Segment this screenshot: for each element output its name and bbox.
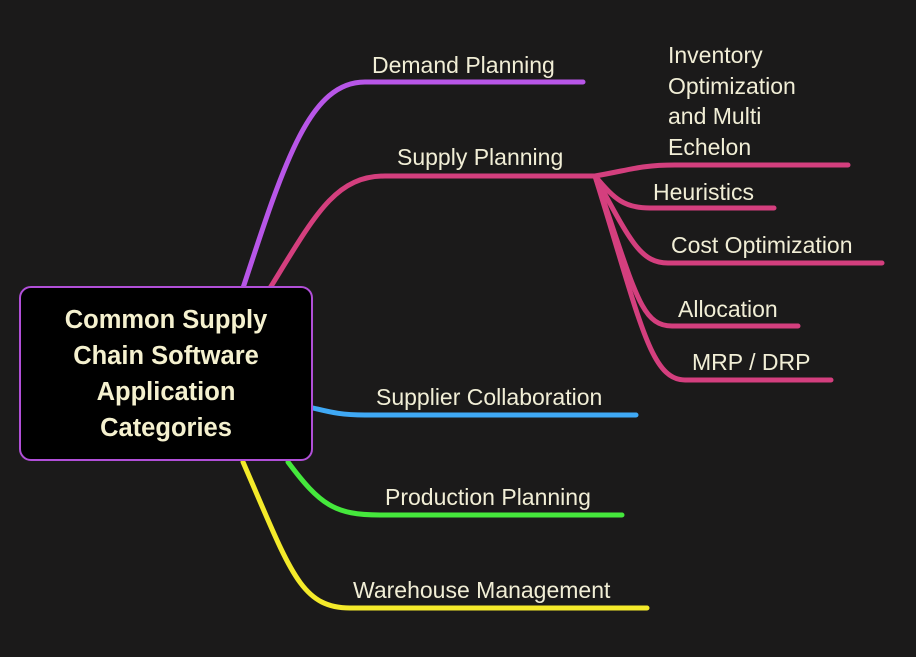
branch-line-warehouse-management xyxy=(240,459,650,611)
topic-warehouse-management[interactable]: Warehouse Management xyxy=(353,577,611,603)
branch-line-production-planning xyxy=(285,459,625,518)
topic-demand-planning[interactable]: Demand Planning xyxy=(372,52,555,78)
subtopic-heuristics[interactable]: Heuristics xyxy=(653,179,754,205)
branch-line-supplier-collaboration xyxy=(310,405,639,418)
topic-production-planning[interactable]: Production Planning xyxy=(385,484,591,510)
central-topic[interactable]: Common Supply Chain Software Application… xyxy=(19,286,313,461)
subtopic-inventory-optimization[interactable]: Inventory Optimization and Multi Echelon xyxy=(668,42,796,160)
branch-line-supply-planning xyxy=(267,173,598,291)
branch-line-demand-planning xyxy=(240,79,586,291)
topic-supply-planning[interactable]: Supply Planning xyxy=(397,144,564,170)
topic-supplier-collaboration[interactable]: Supplier Collaboration xyxy=(376,384,603,410)
subtopic-mrp-drp[interactable]: MRP / DRP xyxy=(692,349,811,375)
central-topic-title: Common Supply Chain Software Application… xyxy=(64,305,268,442)
branch-line-inventory-optimization xyxy=(592,162,851,179)
branch-line-cost-optimization xyxy=(592,173,885,266)
subtopic-allocation[interactable]: Allocation xyxy=(678,296,778,322)
subtopic-cost-optimization[interactable]: Cost Optimization xyxy=(671,232,853,258)
branch-line-mrp-drp xyxy=(592,173,834,383)
